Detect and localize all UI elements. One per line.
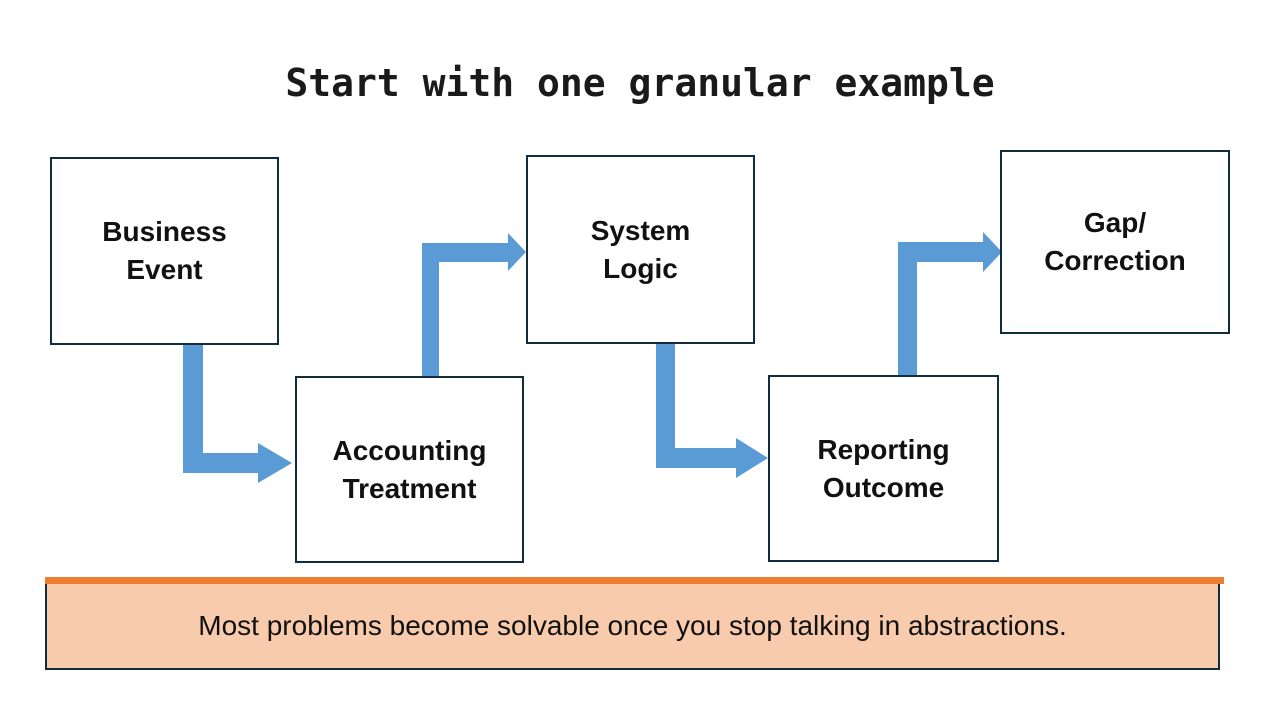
banner-text: Most problems become solvable once you s… <box>198 610 1067 641</box>
elbow-arrow-reporting-to-gap-icon <box>898 232 1002 375</box>
flow-box-label: System Logic <box>590 214 691 284</box>
elbow-arrow-accounting-to-system-icon <box>422 233 526 376</box>
flow-box-reporting-outcome: Reporting Outcome <box>768 375 999 562</box>
flow-box-label: Gap/ Correction <box>1044 207 1186 276</box>
flow-box-label: Accounting Treatment <box>332 434 487 504</box>
flow-box-system-logic: System Logic <box>526 155 755 344</box>
takeaway-banner: Most problems become solvable once you s… <box>45 577 1224 670</box>
flow-box-label: Business Event <box>102 216 227 285</box>
slide-title: Start with one granular example <box>285 61 995 105</box>
banner-accent-bar <box>45 577 1224 584</box>
elbow-arrow-system-to-reporting-icon <box>656 344 768 478</box>
elbow-arrow-business-to-accounting-icon <box>183 345 292 483</box>
flow-box-gap-correction: Gap/ Correction <box>1000 150 1230 334</box>
flow-box-accounting-treatment: Accounting Treatment <box>295 376 524 563</box>
flow-box-business-event: Business Event <box>50 157 279 345</box>
flow-box-label: Reporting Outcome <box>817 433 950 503</box>
